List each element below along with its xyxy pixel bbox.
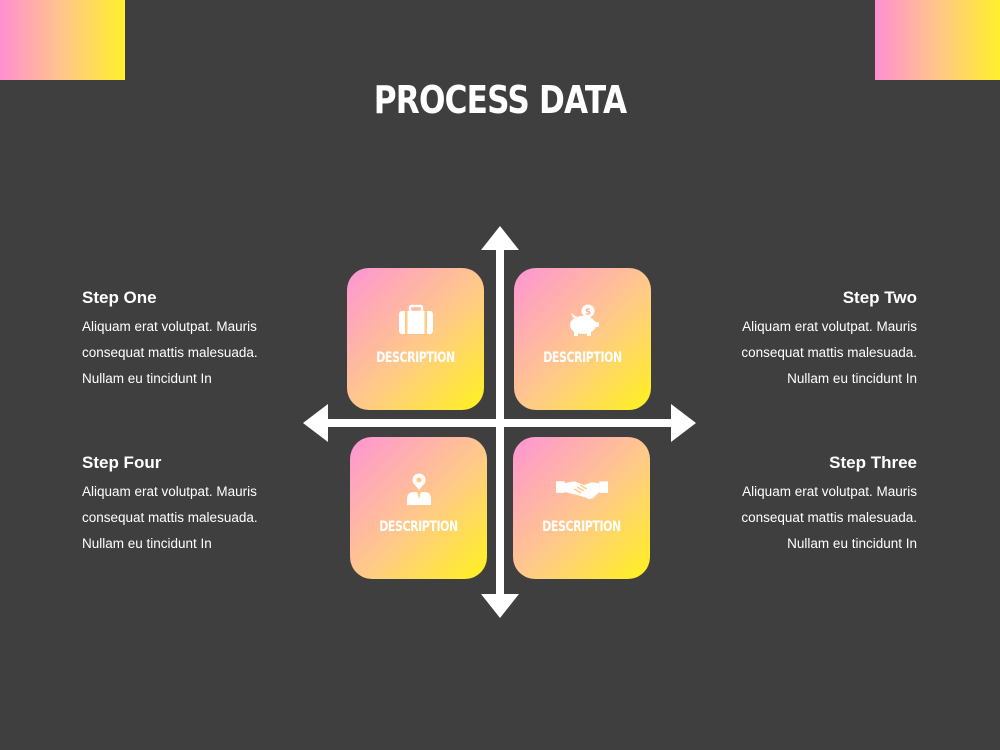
corner-decoration-left [0,0,125,80]
step-description: Aliquam erat volutpat. Mauris consequat … [82,484,258,551]
corner-decoration-right [875,0,1000,80]
svg-text:$: $ [584,308,590,318]
arrow-down-icon [481,594,519,618]
step-four: Step Four Aliquam erat volutpat. Mauris … [82,453,282,557]
step-description: Aliquam erat volutpat. Mauris consequat … [741,484,917,551]
box-label: DESCRIPTION [379,519,458,535]
briefcase-icon [398,304,433,334]
step-description: Aliquam erat volutpat. Mauris consequat … [82,319,258,386]
arrow-right-icon [671,404,696,442]
quadrant-box-bottom-right: DESCRIPTION [513,437,650,579]
box-label: DESCRIPTION [376,350,455,366]
box-label: DESCRIPTION [542,519,621,535]
quadrant-box-bottom-left: DESCRIPTION [350,437,487,579]
handshake-icon [555,481,608,500]
step-one: Step One Aliquam erat volutpat. Mauris c… [82,288,282,392]
step-two: Step Two Aliquam erat volutpat. Mauris c… [717,288,917,392]
step-description: Aliquam erat volutpat. Mauris consequat … [741,319,917,386]
quadrant-box-top-right: $ DESCRIPTION [514,268,651,410]
step-heading: Step One [82,288,157,307]
quadrant-box-top-left: DESCRIPTION [347,268,484,410]
slide-title: PROCESS DATA [373,78,627,122]
piggy-bank-icon: $ [569,304,599,336]
step-heading: Step Three [829,453,917,472]
arrow-up-icon [481,226,519,250]
step-heading: Step Two [842,288,917,307]
step-three: Step Three Aliquam erat volutpat. Mauris… [717,453,917,557]
person-location-icon [406,473,431,505]
step-heading: Step Four [82,453,162,472]
box-label: DESCRIPTION [543,350,622,366]
arrow-left-icon [303,404,328,442]
